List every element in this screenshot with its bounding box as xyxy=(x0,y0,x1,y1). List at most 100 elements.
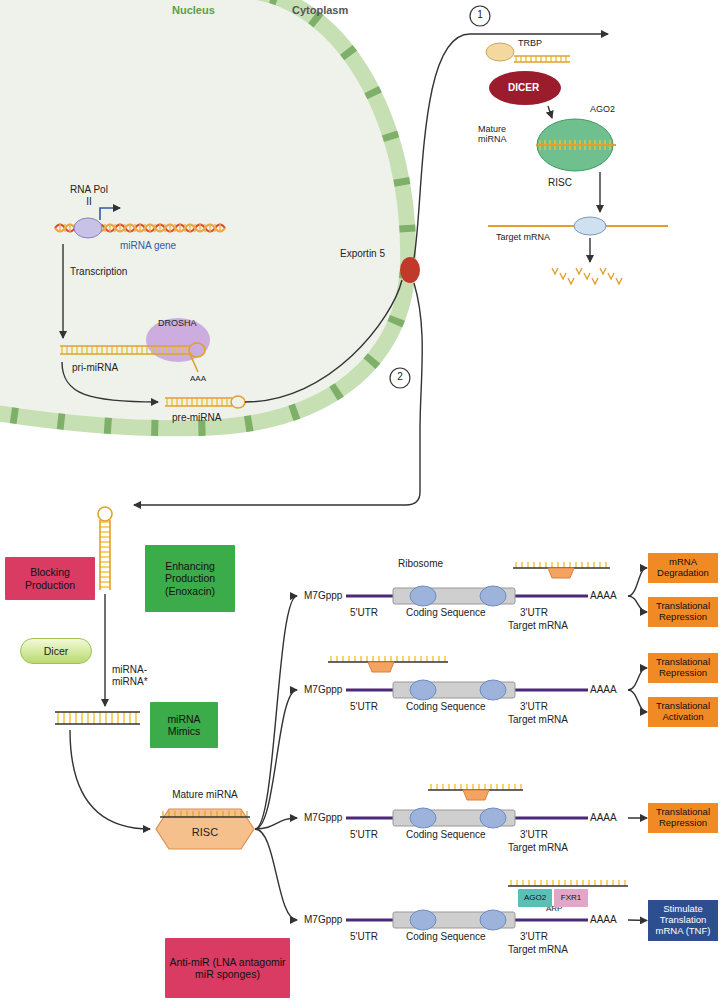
base-tick xyxy=(194,224,195,232)
fragment xyxy=(560,273,566,279)
base-tick xyxy=(366,656,367,662)
base-tick xyxy=(442,784,443,790)
base-tick xyxy=(135,712,136,724)
strand xyxy=(99,520,101,590)
box-text: Enhancing Production (Enoxacin) xyxy=(149,560,231,596)
base-tick xyxy=(156,346,157,354)
base-tick xyxy=(496,784,497,790)
base-tick xyxy=(550,56,551,62)
enzyme-label: DROSHA xyxy=(158,318,197,328)
base-tick xyxy=(100,586,110,587)
base-tick xyxy=(86,346,87,354)
base-tick xyxy=(460,784,461,790)
base-tick xyxy=(117,712,118,724)
base-tick xyxy=(522,880,523,886)
base-tick xyxy=(64,224,65,232)
base-tick xyxy=(136,346,137,354)
base-tick xyxy=(124,224,125,232)
base-tick xyxy=(63,712,64,724)
illustration-path xyxy=(62,362,158,402)
risc-marker xyxy=(548,568,574,578)
base-tick xyxy=(166,346,167,354)
base-tick xyxy=(557,562,558,568)
base-tick xyxy=(502,784,503,790)
connector-arrow xyxy=(628,919,647,921)
base-tick xyxy=(588,880,589,886)
hairpin-loop xyxy=(231,396,245,408)
base-tick xyxy=(210,811,211,817)
fragment xyxy=(592,278,598,284)
base-tick xyxy=(510,880,511,886)
utr-label: 3'UTR xyxy=(520,607,548,619)
enzyme-label: RNA Pol II xyxy=(66,184,112,207)
illustration-path xyxy=(190,354,198,372)
box-text: Translational Repression xyxy=(651,601,715,623)
illustration-path xyxy=(134,283,422,505)
hairpin-loop xyxy=(189,343,205,357)
base-tick xyxy=(576,880,577,886)
strategy-box: miRNA Mimics xyxy=(150,702,218,748)
cap-label: M7Gppp xyxy=(304,684,342,696)
outcome-box: Translational Repression xyxy=(648,803,718,833)
rna-label: Mature miRNA xyxy=(478,124,528,145)
illustration-g xyxy=(60,343,205,357)
base-tick xyxy=(540,880,541,886)
base-tick xyxy=(144,224,145,232)
base-tick xyxy=(521,562,522,568)
base-tick xyxy=(201,398,202,406)
base-tick xyxy=(91,346,92,354)
base-tick xyxy=(101,346,102,354)
risc-hexagon: Mature miRNARISC xyxy=(155,808,255,850)
base-tick xyxy=(198,811,199,817)
base-tick xyxy=(360,656,361,662)
illustration-ellipse xyxy=(74,218,102,238)
base-tick xyxy=(564,880,565,886)
base-tick xyxy=(432,656,433,662)
illustration-path xyxy=(245,280,402,402)
base-tick xyxy=(75,712,76,724)
box-text: AGO2 xyxy=(524,893,546,902)
base-tick xyxy=(174,811,175,817)
box-text: Anti-miR (LNA antagomir miR sponges) xyxy=(169,956,286,980)
region-label: Coding Sequence xyxy=(406,607,486,619)
base-tick xyxy=(209,224,210,232)
base-tick xyxy=(535,56,536,62)
base-tick xyxy=(119,224,120,232)
base-tick xyxy=(472,784,473,790)
base-tick xyxy=(100,566,110,567)
base-tick xyxy=(605,562,606,568)
base-tick xyxy=(100,576,110,577)
base-tick xyxy=(206,398,207,406)
outcome-box: Stimulate Translation mRNA (TNF) xyxy=(648,900,718,941)
base-tick xyxy=(134,224,135,232)
base-tick xyxy=(330,656,331,662)
region-label: Coding Sequence xyxy=(406,701,486,713)
base-tick xyxy=(525,56,526,62)
base-tick xyxy=(93,712,94,724)
ribosome xyxy=(410,680,436,700)
cap-label: M7Gppp xyxy=(304,812,342,824)
base-tick xyxy=(448,784,449,790)
ribosome-label: Ribosome xyxy=(398,558,443,570)
base-tick xyxy=(106,346,107,354)
base-tick xyxy=(139,224,140,232)
base-tick xyxy=(444,656,445,662)
base-tick xyxy=(530,56,531,62)
illustration-g xyxy=(165,396,245,408)
base-tick xyxy=(534,880,535,886)
utr-label: 3'UTR xyxy=(520,829,548,841)
base-tick xyxy=(211,398,212,406)
base-tick xyxy=(555,56,556,62)
base-tick xyxy=(114,224,115,232)
base-tick xyxy=(100,531,110,532)
box-text: Stimulate Translation mRNA (TNF) xyxy=(651,904,715,937)
mrna-row: M7Gppp5'UTRCoding Sequence3'UTRAAAATarge… xyxy=(298,778,628,858)
base-tick xyxy=(508,784,509,790)
base-tick xyxy=(151,346,152,354)
box-text: mRNA Degradation xyxy=(651,557,715,579)
mrna-drawing xyxy=(298,650,628,730)
base-tick xyxy=(69,224,70,232)
base-tick xyxy=(552,880,553,886)
base-tick xyxy=(219,224,220,232)
